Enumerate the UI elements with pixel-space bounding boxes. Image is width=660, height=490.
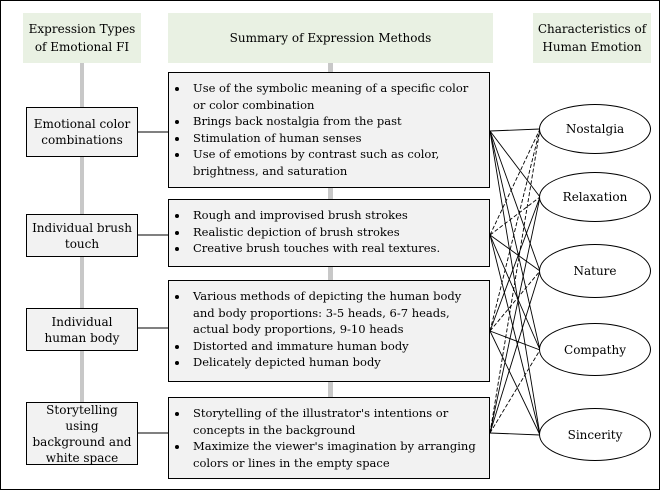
type-box-body: Individual human body: [26, 308, 138, 351]
type-label: Emotional color combinations: [33, 117, 131, 147]
link-method1-emotion4: [489, 130, 541, 351]
emotion-label: Relaxation: [562, 190, 628, 204]
header-expression-types: Expression Types of Emotional FI: [23, 13, 141, 63]
link-method1-emotion1: [489, 128, 541, 132]
method-item: Realistic depiction of brush strokes: [189, 224, 483, 241]
type-label: Individual brush touch: [32, 220, 132, 251]
method-item: Various methods of depicting the human b…: [189, 288, 483, 338]
method-item: Delicately depicted human body: [189, 354, 483, 371]
methods-list: Storytelling of the illustrator's intent…: [175, 405, 483, 471]
methods-box-storytelling: Storytelling of the illustrator's intent…: [168, 397, 490, 479]
link-method4-emotion4: [489, 349, 541, 434]
emotion-nature: Nature: [539, 244, 651, 298]
methods-box-body: Various methods of depicting the human b…: [168, 280, 490, 382]
link-method2-emotion4: [489, 234, 541, 351]
link-method3-emotion2: [489, 196, 541, 332]
type-box-color: Emotional color combinations: [26, 107, 138, 157]
emotion-links: [489, 128, 541, 436]
link-method4-emotion5: [489, 432, 541, 436]
methods-box-color: Use of the symbolic meaning of a specifi…: [168, 72, 490, 188]
link-method4-emotion2: [489, 196, 541, 434]
emotion-compathy: Compathy: [539, 323, 651, 376]
method-item: Maximize the viewer's imagination by arr…: [189, 438, 483, 471]
type-box-storytelling: Storytelling using background and white …: [26, 402, 138, 465]
type-label: Storytelling using background and white …: [32, 402, 132, 465]
link-method3-emotion5: [489, 330, 541, 436]
method-item: Stimulation of human senses: [189, 130, 483, 147]
emotion-nostalgia: Nostalgia: [539, 104, 651, 154]
link-method2-emotion3: [489, 234, 541, 272]
link-method2-emotion2: [489, 196, 541, 236]
header-summary-methods: Summary of Expression Methods: [168, 13, 493, 63]
emotion-sincerity: Sincerity: [539, 408, 651, 461]
header-summary-methods-text: Summary of Expression Methods: [229, 31, 432, 45]
type-label: Individual human body: [44, 314, 120, 345]
emotion-label: Nostalgia: [565, 122, 625, 136]
middle-spine: [328, 63, 333, 478]
emotion-label: Compathy: [564, 342, 626, 357]
link-method2-emotion1: [489, 128, 541, 236]
link-method4-emotion1: [489, 128, 541, 434]
header-expression-types-text: Expression Types of Emotional FI: [28, 22, 136, 54]
link-method1-emotion3: [489, 130, 541, 272]
method-item: Use of emotions by contrast such as colo…: [189, 146, 483, 179]
emotion-label: Nature: [573, 264, 617, 278]
methods-list: Use of the symbolic meaning of a specifi…: [175, 80, 483, 179]
methods-list: Rough and improvised brush strokes Reali…: [175, 207, 483, 257]
methods-list: Various methods of depicting the human b…: [175, 288, 483, 371]
methods-box-brush: Rough and improvised brush strokes Reali…: [168, 199, 490, 267]
link-method3-emotion1: [489, 128, 541, 332]
link-method3-emotion4: [489, 330, 541, 351]
method-item: Distorted and immature human body: [189, 338, 483, 355]
emotion-label: Sincerity: [567, 427, 623, 442]
method-item: Creative brush touches with real texture…: [189, 240, 483, 257]
header-characteristics-text: Characteristics of Human Emotion: [537, 22, 647, 54]
method-item: Storytelling of the illustrator's intent…: [189, 405, 483, 438]
method-item: Rough and improvised brush strokes: [189, 207, 483, 224]
method-item: Brings back nostalgia from the past: [189, 113, 483, 130]
link-method2-emotion5: [489, 234, 541, 436]
emotion-relaxation: Relaxation: [539, 172, 651, 222]
type-box-brush: Individual brush touch: [26, 214, 138, 257]
link-method1-emotion2: [489, 130, 541, 198]
method-item: Use of the symbolic meaning of a specifi…: [189, 80, 483, 113]
link-method3-emotion3: [489, 270, 541, 332]
header-characteristics: Characteristics of Human Emotion: [533, 13, 651, 63]
link-method4-emotion3: [489, 270, 541, 434]
